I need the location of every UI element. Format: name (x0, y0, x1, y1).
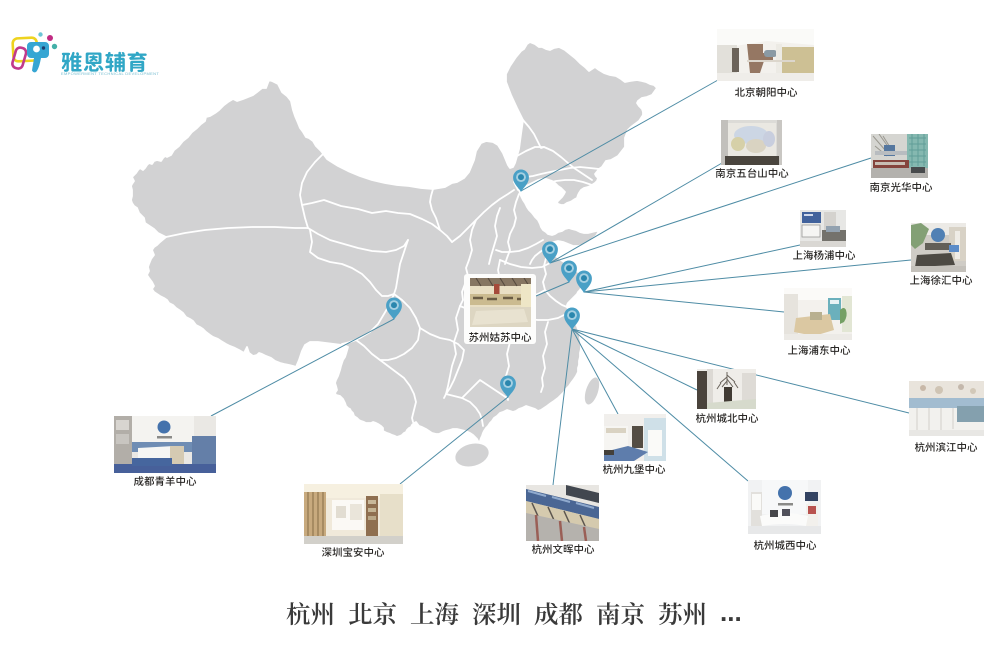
svg-text:EMPOWERMENT TECHNICAL DEVELOPM: EMPOWERMENT TECHNICAL DEVELOPMENT (61, 71, 159, 76)
svg-text:...: ... (720, 597, 742, 627)
